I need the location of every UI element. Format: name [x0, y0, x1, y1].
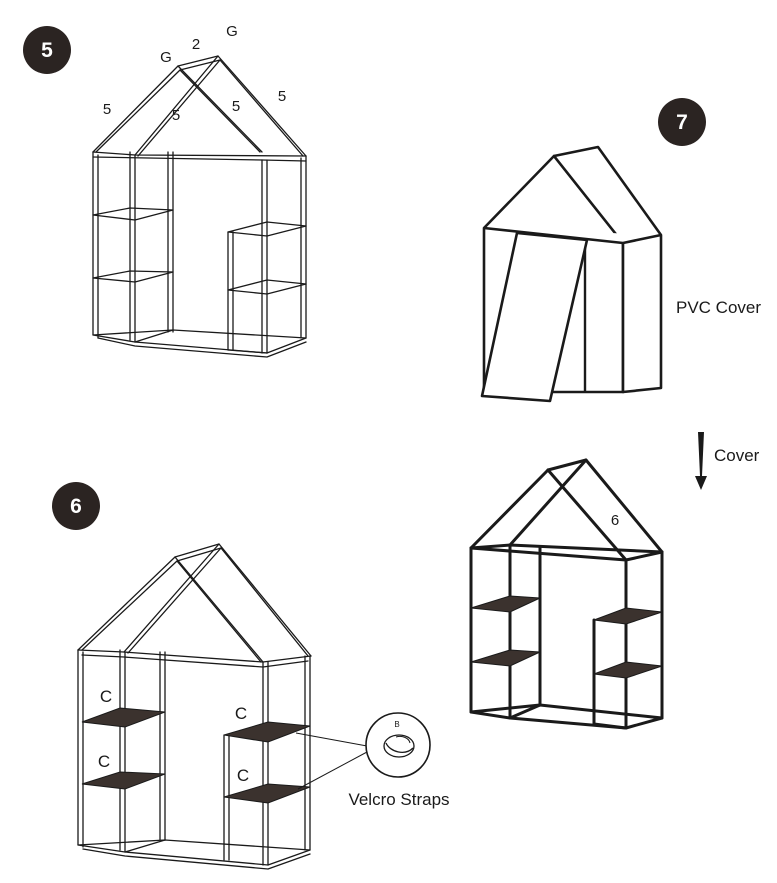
label-5-a: 5 — [103, 101, 111, 118]
step-7-badge — [658, 98, 706, 146]
velcro-strap-icon — [383, 734, 415, 758]
label-velcro-straps: Velcro Straps — [348, 790, 449, 809]
step-5-frame — [92, 55, 307, 358]
step-5-group: 5 — [23, 23, 307, 358]
label-6: 6 — [611, 512, 619, 529]
label-g-right: G — [226, 23, 238, 40]
label-cover: Cover — [714, 446, 760, 465]
label-2: 2 — [192, 36, 200, 53]
label-pvc-cover: PVC Cover — [676, 298, 761, 317]
velcro-detail-circle — [365, 712, 431, 778]
velcro-strap-callout: B Velcro Straps — [295, 712, 450, 809]
step-7-group: 7 PVC Cover Cover — [469, 98, 761, 730]
covered-frame-illustration — [469, 458, 664, 730]
label-5-b: 5 — [172, 107, 180, 124]
pvc-cover-illustration — [480, 145, 663, 403]
step-6-frame — [77, 543, 312, 870]
step-5-badge — [23, 26, 71, 74]
down-arrow-icon — [695, 432, 707, 490]
step-6-group: 6 — [52, 482, 450, 870]
step-6-badge — [52, 482, 100, 530]
step-6-number: 6 — [70, 495, 82, 518]
label-b: B — [394, 720, 399, 729]
label-c-4: C — [237, 766, 249, 785]
callout-line-lower — [297, 751, 368, 790]
label-c-3: C — [235, 704, 247, 723]
callout-line-upper — [295, 732, 368, 747]
label-g-left: G — [160, 49, 172, 66]
step-7-number: 7 — [676, 111, 688, 134]
step-5-number: 5 — [41, 39, 53, 62]
label-c-2: C — [98, 752, 110, 771]
label-5-d: 5 — [278, 88, 286, 105]
label-5-c: 5 — [232, 98, 240, 115]
label-c-1: C — [100, 687, 112, 706]
